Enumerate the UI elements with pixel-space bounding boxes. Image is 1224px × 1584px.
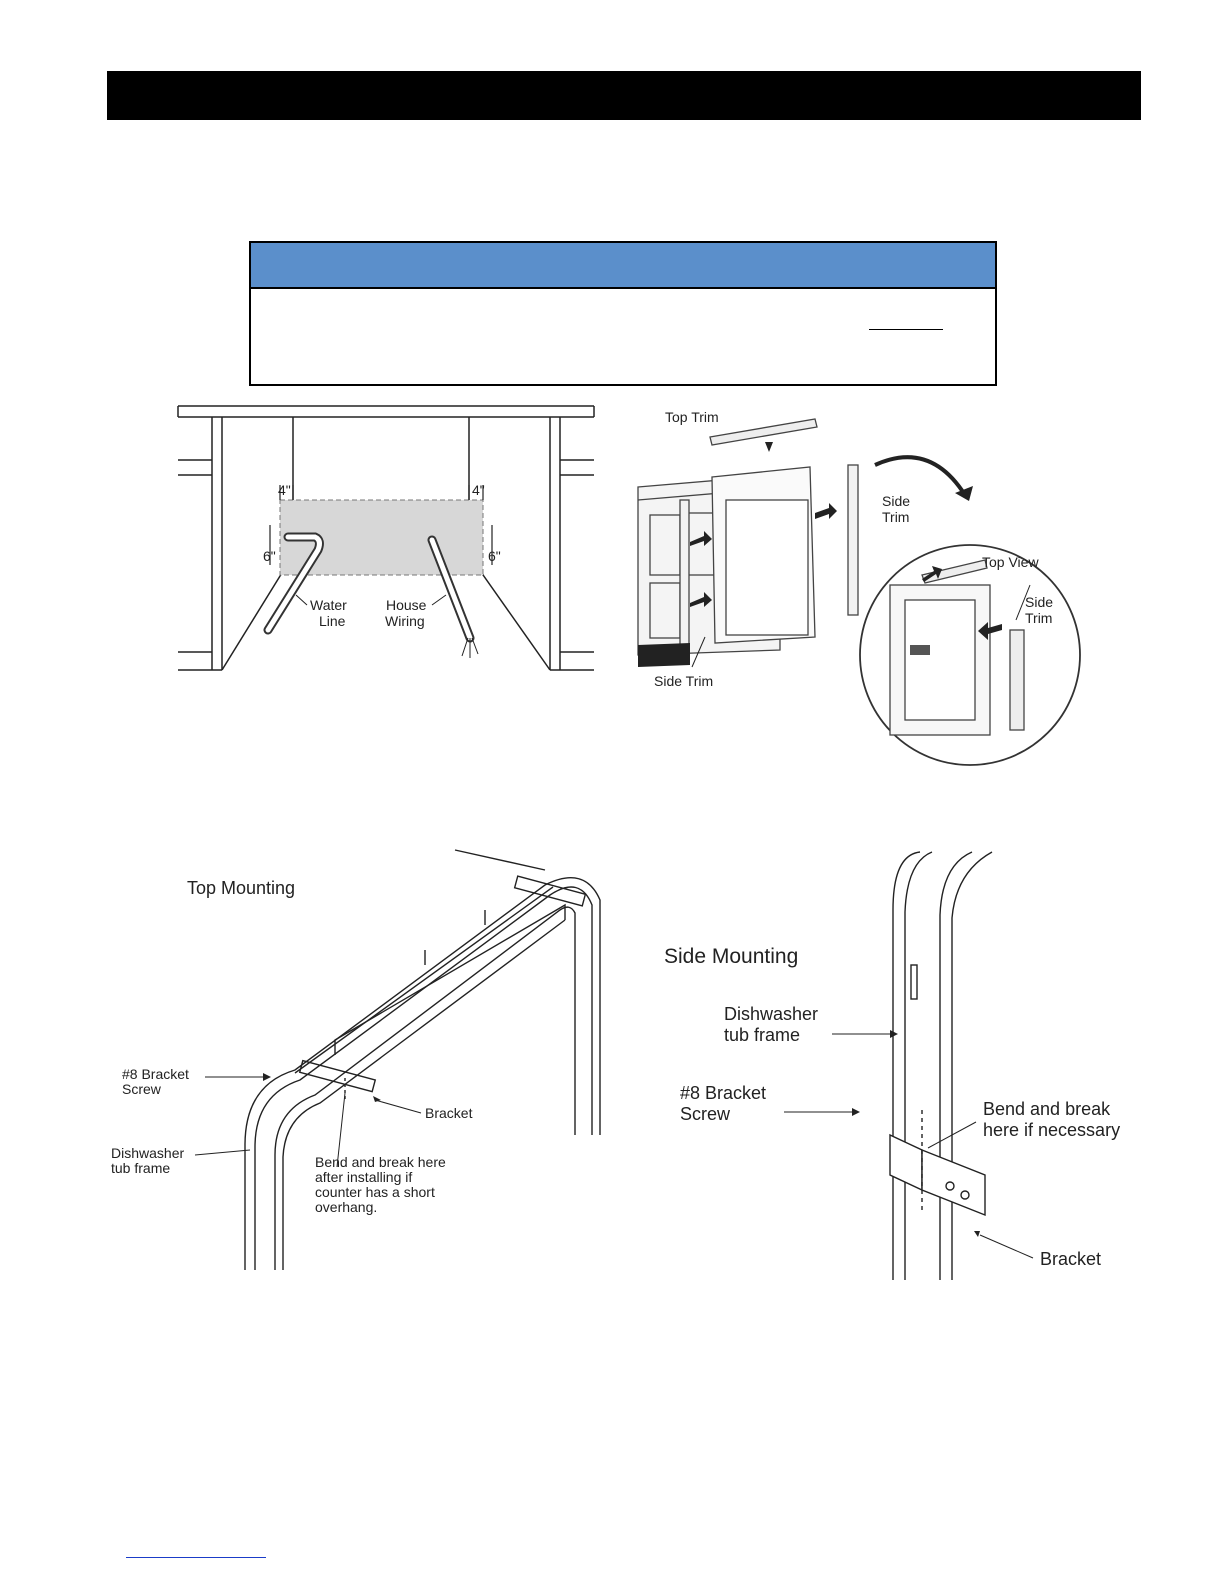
side-mounting-figure: Side Mounting Dishwasher tub frame #8 Br… (664, 851, 1120, 1280)
top-mounting-figure: Top Mounting #8 Bracket Screw Bracket Di… (111, 849, 601, 1270)
side-screw-label-1: #8 Bracket (680, 1083, 766, 1103)
side-note-2: here if necessary (983, 1120, 1120, 1140)
dim-right-top: 4" (472, 482, 485, 498)
top-mounting-title: Top Mounting (187, 878, 295, 898)
side-trim-bottom-label: Side Trim (654, 673, 713, 689)
water-line-label-2: Line (319, 613, 346, 629)
footer-link-underline[interactable] (126, 1557, 266, 1558)
notice-header (251, 243, 995, 289)
top-note-4: overhang. (315, 1199, 377, 1215)
top-frame-label-2: tub frame (111, 1160, 170, 1176)
notice-box (249, 241, 997, 386)
water-line-label-1: Water (310, 597, 347, 613)
top-screw-label-1: #8 Bracket (122, 1066, 189, 1082)
house-wiring-label-1: House (386, 597, 427, 613)
top-screw-label-2: Screw (122, 1081, 162, 1097)
top-note-2: after installing if (315, 1169, 412, 1185)
side-mounting-title: Side Mounting (664, 945, 798, 968)
side-note-1: Bend and break (983, 1099, 1111, 1119)
top-frame-label-1: Dishwasher (111, 1145, 184, 1161)
inset-side-trim-label-1: Side (1025, 594, 1053, 610)
side-frame-label-1: Dishwasher (724, 1004, 818, 1024)
dim-right-side: 6" (488, 548, 501, 564)
side-bracket-label: Bracket (1040, 1249, 1101, 1269)
dim-left-top: 4" (278, 482, 291, 498)
side-trim-label-1: Side (882, 493, 910, 509)
inset-side-trim-label-2: Trim (1025, 610, 1052, 626)
trim-installation-figure: Top Trim Side Trim Top View Side Trim Si… (637, 409, 1081, 766)
dim-left-side: 6" (263, 548, 276, 564)
side-screw-label-2: Screw (680, 1104, 731, 1124)
top-note-3: counter has a short (315, 1184, 435, 1200)
top-view-label: Top View (982, 554, 1039, 570)
house-wiring-label-2: Wiring (385, 613, 425, 629)
top-note-1: Bend and break here (315, 1154, 446, 1170)
top-bracket-label: Bracket (425, 1105, 473, 1121)
side-frame-label-2: tub frame (724, 1025, 800, 1045)
side-trim-label-2: Trim (882, 509, 909, 525)
notice-underline (869, 329, 943, 330)
section-header-bar (107, 71, 1141, 120)
top-trim-label: Top Trim (665, 409, 719, 425)
cabinet-opening-figure: 4" 6" 4" 6" Water Line House Wiring (177, 405, 595, 671)
